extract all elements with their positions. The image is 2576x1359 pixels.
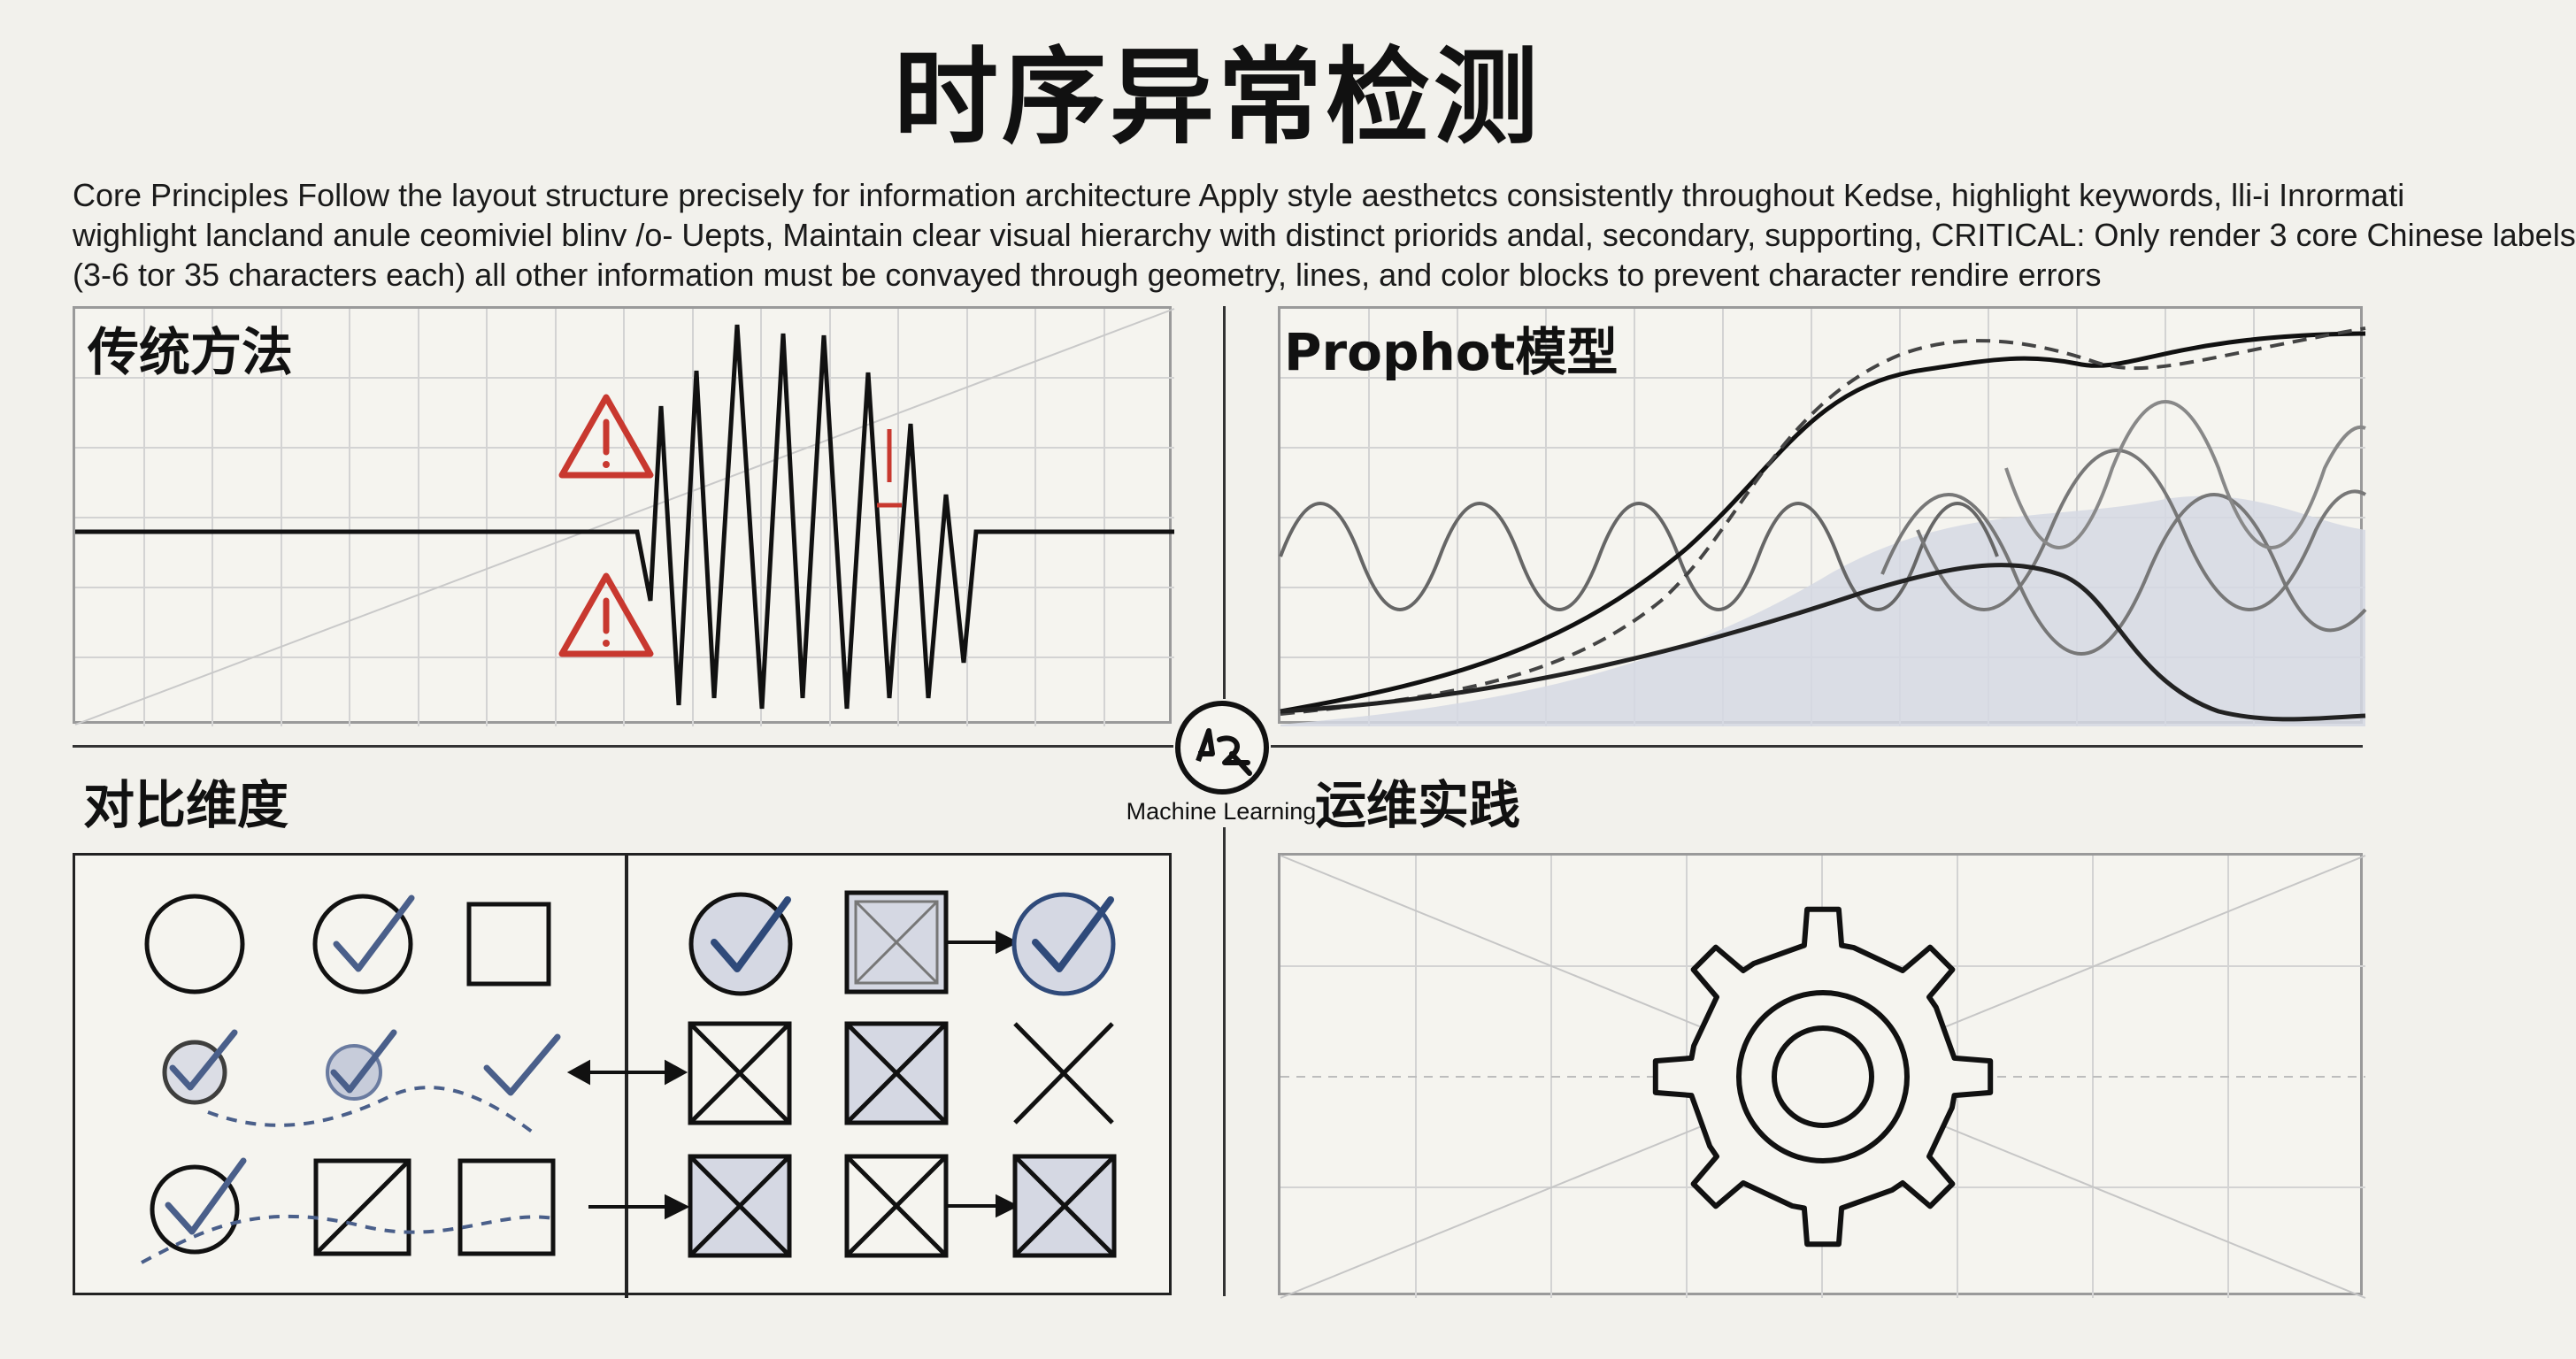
warning-triangle-icon: [558, 572, 654, 657]
crossed-square-icon: [688, 1154, 792, 1258]
seasonal-wave: [2004, 400, 2366, 549]
prophet-model-panel: Prophot模型: [1278, 306, 2367, 726]
prophet-curves-chart: [1279, 309, 2367, 726]
horizontal-divider-left: [73, 745, 1173, 748]
trend-curve-dashed: [1280, 326, 2366, 716]
trend-curve-lower: [1280, 563, 2366, 722]
diagonal-guide: [74, 308, 1175, 726]
gear-icon: [1652, 906, 1994, 1248]
empty-circle-icon: [144, 894, 245, 994]
arrow-right-icon: [946, 1194, 1019, 1218]
principles-line: Core Principles Follow the layout struct…: [73, 177, 2405, 213]
arrow-right-icon: [588, 1194, 690, 1220]
check-circle-icon: [312, 894, 415, 994]
comparison-grid: [141, 856, 1117, 1298]
traditional-methods-label: 传统方法: [88, 322, 294, 382]
uncertainty-band: [1280, 495, 2365, 726]
ml-logo-icon: [1175, 701, 1269, 795]
check-circle-icon: [150, 1157, 247, 1255]
gear-hub: [1772, 1025, 1874, 1128]
alert-marker-icon: [877, 429, 902, 508]
spike-signal-chart: [74, 308, 1175, 726]
check-circle-icon: [1011, 892, 1116, 996]
crossed-square-icon: [844, 1154, 949, 1258]
double-arrow-icon: [566, 1059, 688, 1086]
seasonal-wave: [1279, 502, 1999, 611]
ops-practice-panel: [1278, 853, 2366, 1299]
vertical-divider-top: [1223, 306, 1226, 699]
crossed-square-icon: [844, 890, 949, 994]
check-circle-icon: [162, 1029, 238, 1105]
seasonal-wave: [1880, 493, 2367, 656]
horizontal-divider-right: [1271, 745, 2363, 748]
cross-icon: [1013, 1022, 1114, 1125]
check-icon: [483, 1033, 561, 1096]
practice-label: 运维实践: [1315, 775, 1521, 835]
warning-triangle-icon: [558, 394, 654, 479]
prophet-model-label: Prophot模型: [1284, 322, 1619, 382]
principles-line: wighlight lancland anule ceomiviel blinv…: [73, 217, 2576, 253]
comparison-label: 对比维度: [83, 775, 289, 835]
empty-square-icon: [458, 1158, 556, 1256]
gear-outline: [1652, 906, 1994, 1248]
trend-curve-solid: [1280, 331, 2366, 714]
crossed-square-icon: [688, 1021, 792, 1125]
gear-inner-ring: [1736, 990, 1910, 1163]
dashed-connector: [141, 1214, 554, 1264]
traditional-methods-panel: 传统方法: [73, 306, 1175, 726]
check-circle-icon: [688, 892, 793, 996]
vertical-divider-bottom: [1223, 827, 1226, 1296]
comparison-panel: [73, 853, 1172, 1298]
slashed-square-icon: [313, 1158, 411, 1256]
arrow-right-icon: [946, 930, 1019, 955]
empty-square-icon: [466, 902, 551, 987]
principles-text: Core Principles Follow the layout struct…: [73, 175, 2576, 295]
seasonal-wave: [1916, 449, 2367, 611]
signal-line: [75, 324, 1174, 710]
page-title: 时序异常检测: [893, 36, 1542, 158]
check-circle-icon: [326, 1029, 397, 1101]
dashed-connector: [207, 1086, 537, 1136]
gear-diagram: [1280, 855, 2366, 1299]
crossed-square-icon: [1012, 1154, 1117, 1258]
principles-line: (3-6 tor 35 characters each) all other i…: [73, 257, 2102, 293]
machine-learning-caption: Machine Learning: [1126, 798, 1317, 825]
crossed-square-icon: [844, 1021, 949, 1125]
